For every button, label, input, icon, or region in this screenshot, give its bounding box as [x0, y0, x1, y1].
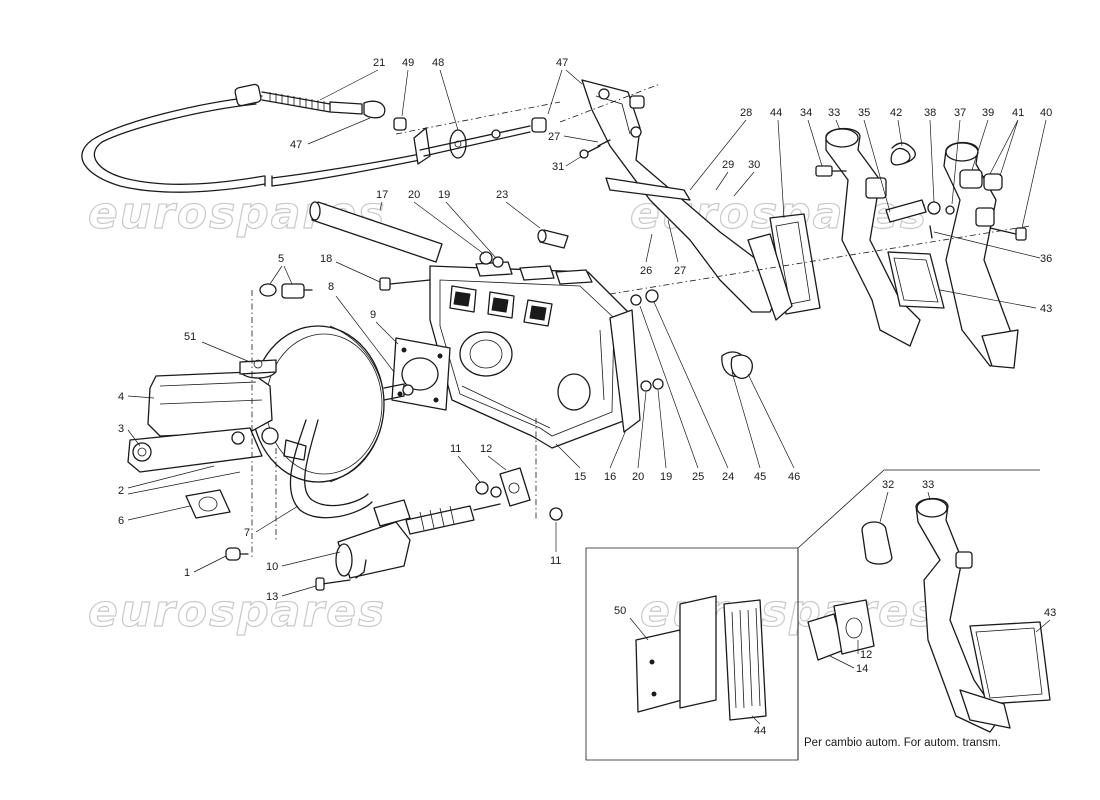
callout-5: 5	[278, 253, 284, 265]
watermark-bottom-left: eurospares	[88, 586, 386, 637]
callout-16: 16	[604, 471, 616, 483]
callout-19-upper: 19	[438, 189, 450, 201]
callout-46: 46	[788, 471, 800, 483]
callout-40: 40	[1040, 107, 1052, 119]
callout-33-inset: 33	[922, 479, 934, 491]
clutch-master-cylinder	[315, 418, 563, 591]
callout-43-inset: 43	[1044, 607, 1056, 619]
callout-1: 1	[184, 567, 190, 579]
callout-37: 37	[954, 107, 966, 119]
callout-34: 34	[800, 107, 812, 119]
callout-4: 4	[118, 391, 124, 403]
callout-11-upper: 11	[450, 443, 461, 455]
pedal-group-upper	[609, 127, 1031, 369]
callout-51: 51	[184, 331, 196, 343]
callout-13: 13	[266, 591, 278, 603]
pedal-box-housing	[429, 261, 641, 449]
callout-17: 17	[376, 189, 388, 201]
small-flange-parts	[185, 448, 277, 561]
callout-11-lower: 11	[550, 555, 561, 567]
callout-48: 48	[432, 57, 444, 69]
callout-21: 21	[373, 57, 385, 69]
inset-note: Per cambio autom. For autom. transm.	[804, 737, 1001, 749]
light-switch	[251, 283, 313, 560]
callout-39: 39	[982, 107, 994, 119]
fasteners-upper	[379, 251, 753, 392]
callout-23: 23	[496, 189, 508, 201]
callout-50: 50	[614, 605, 626, 617]
callout-27-upper: 27	[548, 131, 560, 143]
callout-47-cable: 47	[290, 139, 302, 151]
callout-7: 7	[244, 527, 250, 539]
callout-20-lower: 20	[632, 471, 644, 483]
master-cylinder	[127, 359, 307, 473]
callout-27-lower: 27	[674, 265, 686, 277]
callout-9: 9	[370, 309, 376, 321]
callout-2: 2	[118, 485, 124, 497]
callout-3: 3	[118, 423, 124, 435]
callout-12-inset: 12	[860, 649, 872, 661]
callout-33-upper: 33	[828, 107, 840, 119]
callout-47-bracket: 47	[556, 57, 568, 69]
callout-19-lower: 19	[660, 471, 672, 483]
callout-42: 42	[890, 107, 902, 119]
callout-14: 14	[856, 663, 868, 675]
callout-45: 45	[754, 471, 766, 483]
callout-30: 30	[748, 159, 760, 171]
callout-6: 6	[118, 515, 124, 527]
callout-38: 38	[924, 107, 936, 119]
callout-12-lower: 12	[480, 443, 492, 455]
callout-26: 26	[640, 265, 652, 277]
callout-25: 25	[692, 471, 704, 483]
callout-49: 49	[402, 57, 414, 69]
automatic-transmission-inset: Per cambio autom. For autom. transm.	[585, 469, 1051, 761]
callout-15: 15	[574, 471, 586, 483]
callout-35: 35	[858, 107, 870, 119]
clutch-cable	[81, 83, 421, 193]
callout-36: 36	[1040, 253, 1052, 265]
callout-44-upper: 44	[770, 107, 782, 119]
callout-20-upper: 20	[408, 189, 420, 201]
rod-and-bushing	[309, 201, 569, 263]
callout-43-upper: 43	[1040, 303, 1052, 315]
callout-44-inset: 44	[754, 725, 766, 737]
callout-24: 24	[722, 471, 734, 483]
callout-32: 32	[882, 479, 894, 491]
callout-41: 41	[1012, 107, 1024, 119]
callout-28: 28	[740, 107, 752, 119]
callout-29: 29	[722, 159, 734, 171]
callout-31: 31	[552, 161, 564, 173]
callout-10: 10	[266, 561, 278, 573]
cable-end-fittings	[393, 101, 561, 165]
callout-8: 8	[328, 281, 334, 293]
gasket-plate	[391, 337, 451, 411]
callout-18: 18	[320, 253, 332, 265]
callout-labels: 21 49 48 47 47 27 31 28 44 34 33 35 42 3…	[118, 57, 1056, 737]
